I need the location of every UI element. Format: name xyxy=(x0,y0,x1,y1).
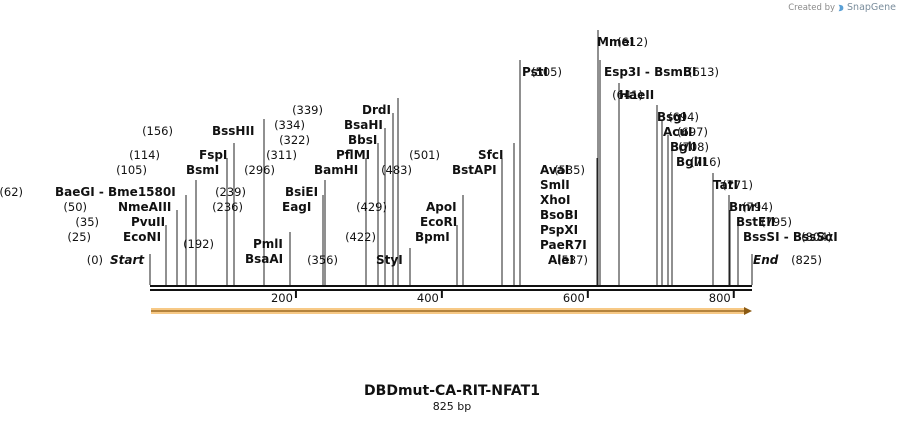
site-labels: EcoNI (25) PvuII (35) NmeAIII (50)BaeGI - Bme… xyxy=(0,35,838,267)
site-position-label: (422) xyxy=(345,230,376,244)
site-name-label: BsaHI xyxy=(344,118,383,132)
watermark-brand: SnapGene xyxy=(847,2,896,13)
site-position-label: (296) xyxy=(244,163,275,177)
site-name-label: EcoNI xyxy=(123,230,161,244)
site-name-label: FspI xyxy=(199,148,227,162)
site-name-label: BbsI xyxy=(348,133,377,147)
site-position-label: (25) xyxy=(67,230,91,244)
site-position-label: (697) xyxy=(677,125,708,139)
site-position-label: (804) xyxy=(801,230,832,244)
site-position-label: (311) xyxy=(266,148,297,162)
site-position-label: (612) xyxy=(617,35,648,49)
site-name-label: BpmI xyxy=(415,230,450,244)
site-position-label: (35) xyxy=(75,215,99,229)
site-position-label: (429) xyxy=(356,200,387,214)
ruler-tick-label: 400 xyxy=(417,291,439,305)
site-name-label: DrdI xyxy=(362,103,391,117)
site-name-label: StyI xyxy=(376,253,403,267)
site-name-label: PmlI xyxy=(253,237,283,251)
site-position-label: (501) xyxy=(409,148,440,162)
ruler-ticks: 200 400 600 800 xyxy=(271,290,735,305)
site-name-label: BglI xyxy=(670,140,696,154)
site-name-label: AvaI xyxy=(540,163,569,177)
site-name-label: PvuII xyxy=(131,215,165,229)
site-name-label: BsoBI xyxy=(540,208,578,222)
ruler-tick-label: 800 xyxy=(709,291,731,305)
site-name-label: PstI xyxy=(522,65,548,79)
site-name-label: BmrI xyxy=(729,200,761,214)
site-name-label: SfcI xyxy=(478,148,503,162)
site-name-label: PflMI xyxy=(336,148,370,162)
site-position-label: (771) xyxy=(722,178,753,192)
site-position-label: (716) xyxy=(690,155,721,169)
site-name-label: AcuI xyxy=(663,125,692,139)
site-name-label: BglII xyxy=(676,155,707,169)
site-position-label: (236) xyxy=(212,200,243,214)
watermark-prefix: Created by xyxy=(788,2,836,13)
site-position-label: (794) xyxy=(742,200,773,214)
site-name-label: ApoI xyxy=(426,200,457,214)
site-position-label: (192) xyxy=(183,237,214,251)
map-length: 825 bp xyxy=(432,400,472,413)
ruler-tick-label: 200 xyxy=(271,291,293,305)
start-position-label: (0) xyxy=(87,253,103,267)
site-position-label: (356) xyxy=(307,253,338,267)
site-position-label: (114) xyxy=(129,148,160,162)
site-name-label: BaeGI - Bme1580I xyxy=(55,185,176,199)
site-position-label: (156) xyxy=(142,124,173,138)
site-name-label: BsiEI xyxy=(285,185,318,199)
snapgene-watermark: Created by SnapGene xyxy=(788,2,896,13)
snapgene-logo-icon xyxy=(838,4,844,11)
map-title: DBDmut-CA-RIT-NFAT1 xyxy=(364,383,540,399)
site-position-label: (239) xyxy=(215,185,246,199)
site-name-label: EagI xyxy=(282,200,311,214)
site-name-label: EcoRI xyxy=(420,215,457,229)
site-name-label: BsmI xyxy=(186,163,219,177)
site-name-label: AleI xyxy=(548,253,574,267)
site-name-label: MmeI xyxy=(597,35,634,49)
site-name-label: XhoI xyxy=(540,193,571,207)
site-position-label: (694) xyxy=(668,110,699,124)
site-name-label: BamHI xyxy=(314,163,358,177)
site-name-label: BssSI - BssSαI xyxy=(743,230,838,244)
site-position-label: (62) xyxy=(0,185,23,199)
leader-lines xyxy=(149,30,753,285)
site-name-label: NmeAIII xyxy=(118,200,171,214)
site-name-label: PspXI xyxy=(540,223,578,237)
site-name-label: BstEII xyxy=(736,215,775,229)
site-position-label: (505) xyxy=(531,65,562,79)
site-position-label: (483) xyxy=(381,163,412,177)
site-name-label: Esp3I - BsmBI xyxy=(604,65,696,79)
site-position-label: (537) xyxy=(557,253,588,267)
site-position-label: (535) xyxy=(554,163,585,177)
site-name-label: TatI xyxy=(713,178,738,192)
site-position-label: (339) xyxy=(292,103,323,117)
site-position-label: (795) xyxy=(761,215,792,229)
site-position-label: (105) xyxy=(116,163,147,177)
site-name-label: SmlI xyxy=(540,178,570,192)
end-label: End xyxy=(753,253,779,267)
forward-feature-arrow xyxy=(151,307,752,315)
start-label: Start xyxy=(110,253,145,267)
site-name-label: PaeR7I xyxy=(540,238,587,252)
site-name-label: BstAPI xyxy=(452,163,497,177)
site-name-label: BssHII xyxy=(212,124,254,138)
end-position-label: (825) xyxy=(791,253,822,267)
site-position-label: (641) xyxy=(612,88,643,102)
sequence-backbone xyxy=(150,285,752,291)
site-name-label: BsaAI xyxy=(245,252,283,266)
site-name-label: BsgI xyxy=(657,110,686,124)
site-position-label: (50) xyxy=(63,200,87,214)
site-name-label: HaeII xyxy=(619,88,654,102)
site-position-label: (322) xyxy=(279,133,310,147)
site-position-label: (334) xyxy=(274,118,305,132)
site-position-label: (613) xyxy=(688,65,719,79)
ruler-tick-label: 600 xyxy=(563,291,585,305)
site-position-label: (708) xyxy=(678,140,709,154)
linear-map: EcoNI (25) PvuII (35) NmeAIII (50)BaeGI - Bme… xyxy=(0,30,838,315)
